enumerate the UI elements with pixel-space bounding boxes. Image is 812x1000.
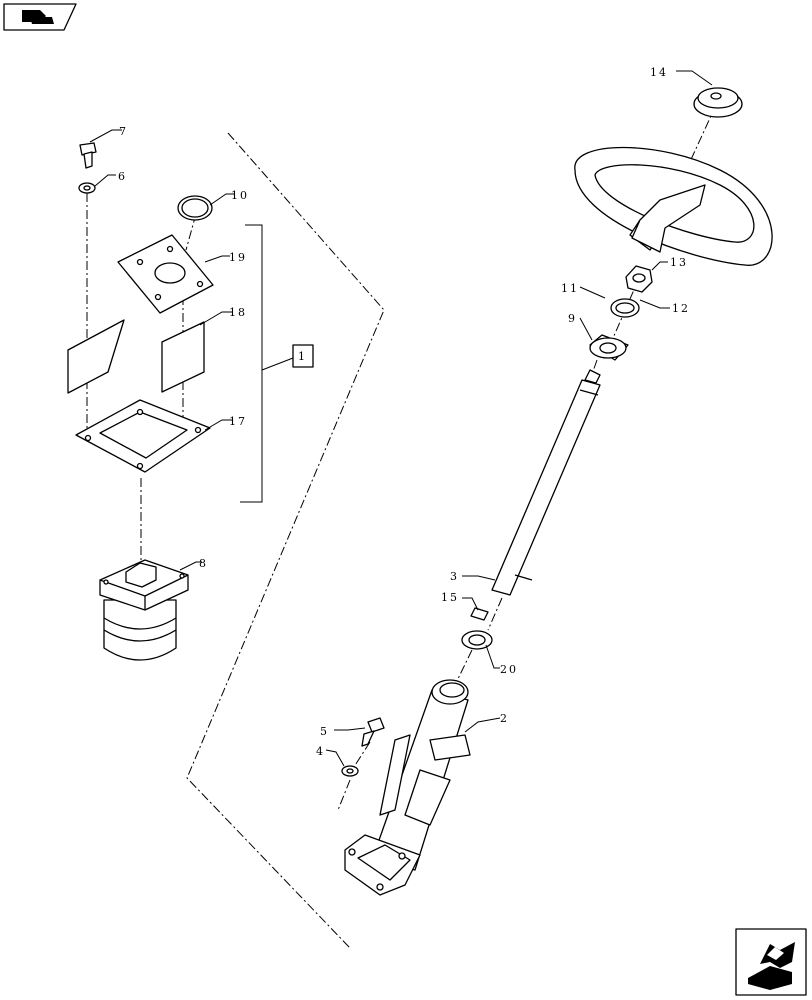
motor-part	[99, 559, 189, 661]
callout-2: 2	[500, 712, 509, 725]
callout-17: 17	[229, 415, 247, 428]
callouts: 7 6 10 19 18 17 8 1 14 13 12 11 9 3 15 2…	[118, 66, 690, 758]
previous-page-icon[interactable]	[3, 3, 77, 31]
seal-part	[461, 630, 493, 650]
washer-hole	[83, 185, 91, 191]
callout-18: 18	[229, 306, 247, 319]
pad-part	[161, 321, 205, 393]
callout-12: 12	[672, 302, 690, 315]
bolt-part	[79, 142, 97, 169]
callout-11: 11	[561, 282, 579, 295]
centerline-washer-4	[337, 779, 351, 811]
column-part	[344, 679, 471, 896]
callout-4: 4	[316, 745, 325, 758]
steering-wheel-part	[574, 146, 773, 266]
callout-8: 8	[199, 557, 208, 570]
centerline-bolt-5	[351, 741, 371, 771]
callout-6: 6	[118, 170, 127, 183]
callout-1: 1	[298, 350, 307, 363]
callout-9: 9	[568, 312, 577, 325]
cap-part	[693, 87, 743, 118]
column-washer-hole	[346, 768, 354, 774]
frame-part	[75, 399, 211, 473]
assembly-outline	[186, 132, 385, 949]
column-bolt-part	[361, 717, 385, 747]
kit-bracket-leader	[261, 357, 294, 371]
gasket-part	[67, 319, 125, 394]
centerline-column	[454, 649, 473, 686]
washer-11-part	[610, 298, 640, 318]
nut-part	[625, 265, 653, 293]
callout-3: 3	[450, 570, 459, 583]
leader-lines	[89, 70, 713, 767]
callout-19: 19	[229, 251, 247, 264]
callout-7: 7	[119, 125, 128, 138]
plate-part	[117, 234, 214, 314]
kit-box	[292, 344, 314, 368]
callout-10: 10	[231, 189, 249, 202]
callout-14: 14	[650, 66, 668, 79]
callout-13: 13	[670, 256, 688, 269]
callout-15: 15	[441, 591, 459, 604]
next-page-icon[interactable]	[735, 928, 807, 996]
snap-ring-part	[177, 195, 213, 221]
centerline-shaft-bottom	[487, 597, 503, 631]
bearing-part	[589, 334, 629, 361]
kit-bracket	[240, 224, 263, 503]
shaft-part	[491, 369, 601, 596]
callout-5: 5	[320, 725, 329, 738]
callout-20: 20	[500, 663, 518, 676]
clip-part	[470, 607, 489, 621]
